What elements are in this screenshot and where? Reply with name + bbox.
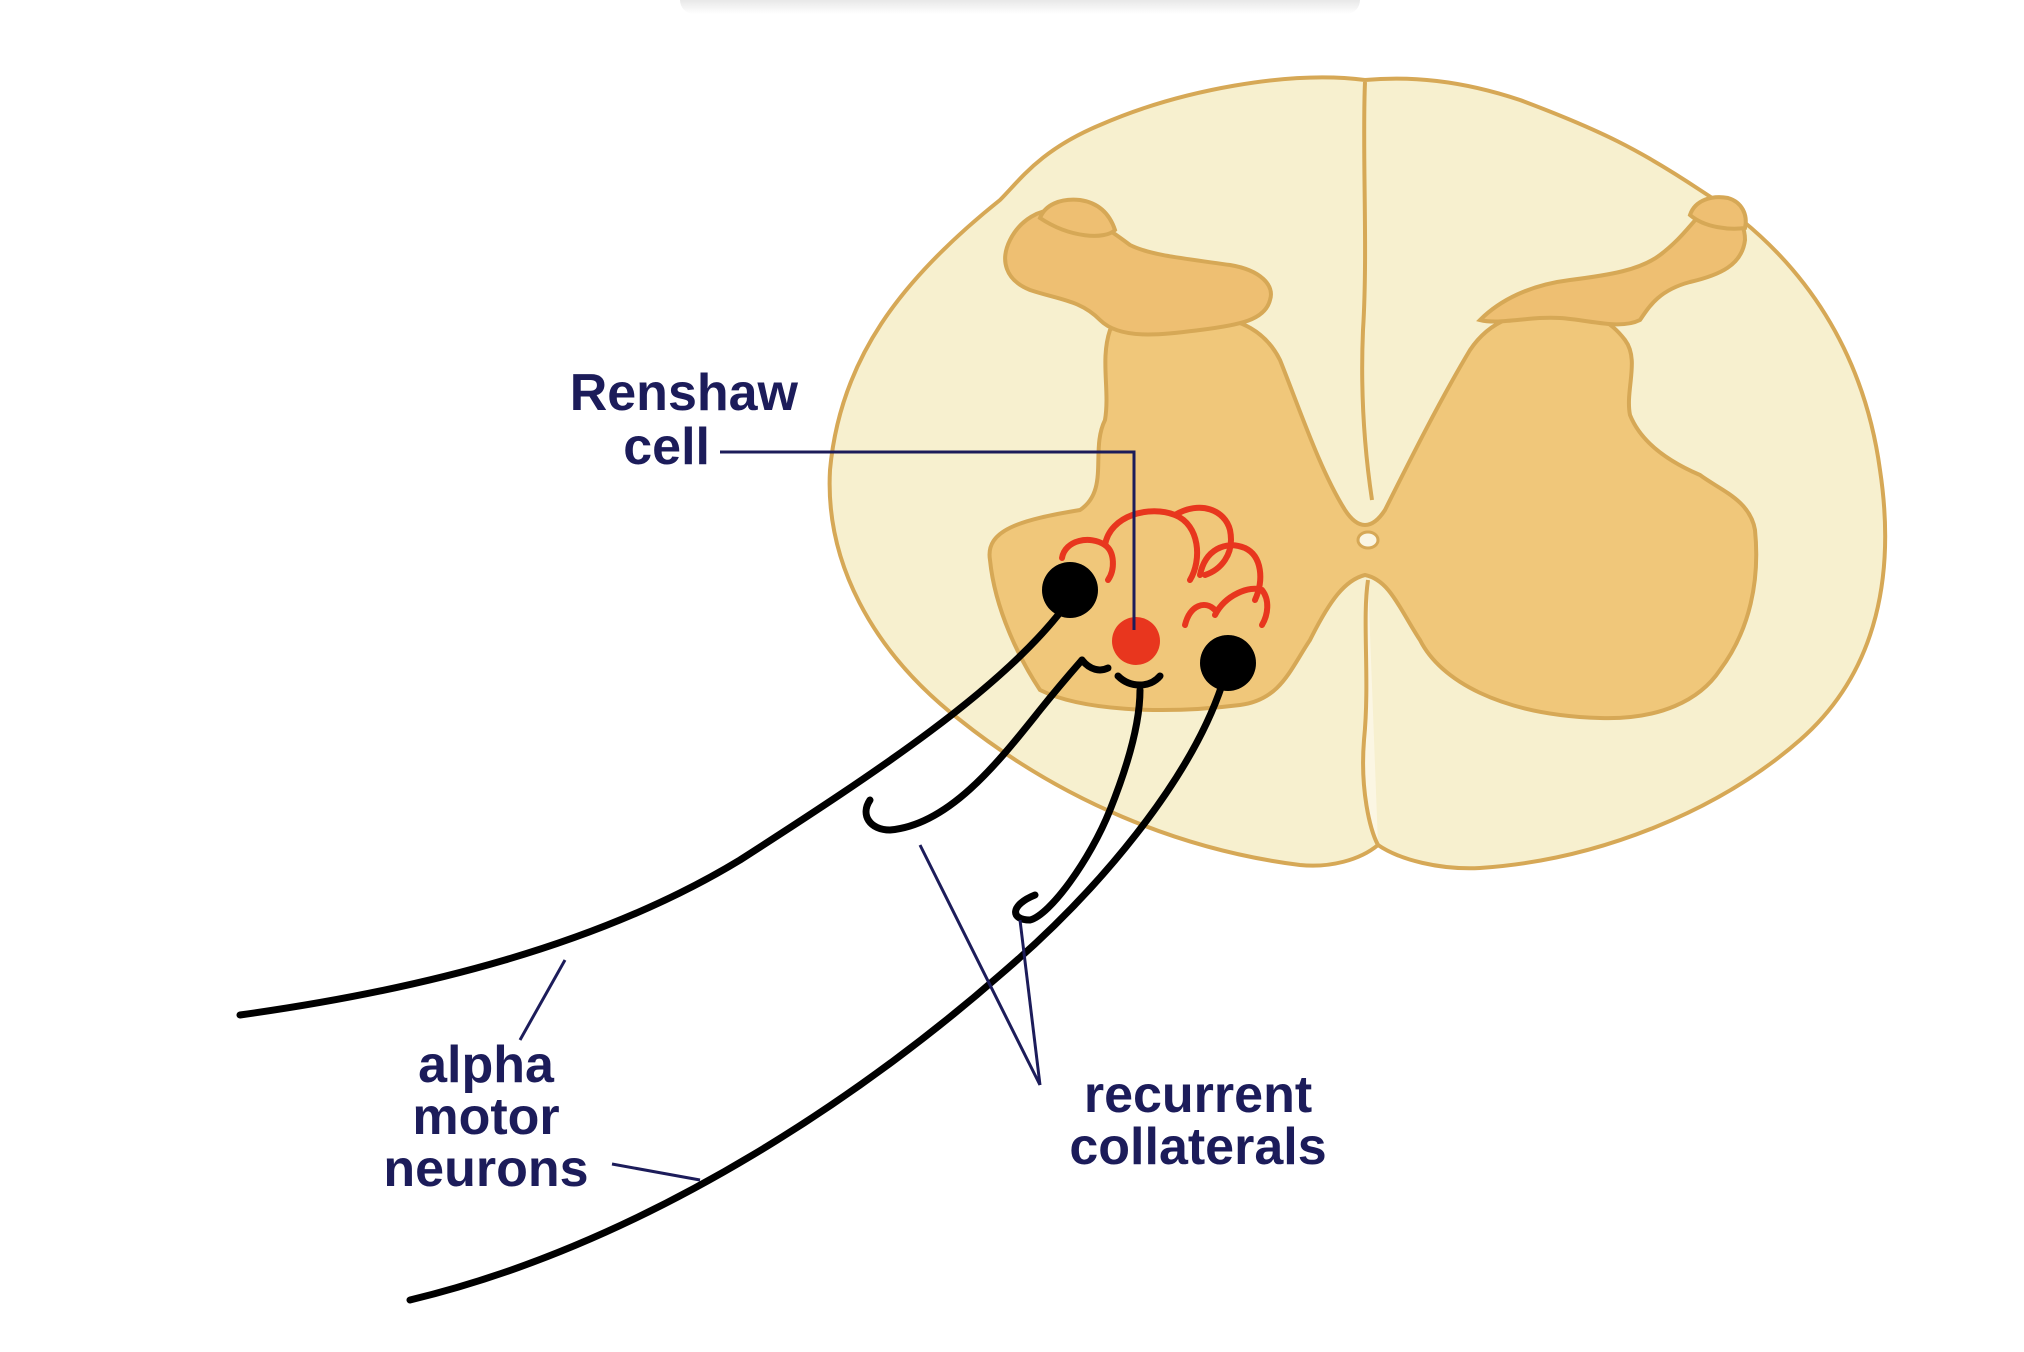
recurrent-collateral-branch-left <box>862 656 1086 834</box>
alpha-motor-axon-right <box>406 681 1226 1304</box>
left-dorsal-horn-tip <box>1037 197 1118 238</box>
label-motor: motor <box>412 1088 559 1146</box>
recurrent-collateral-right <box>1212 585 1271 628</box>
label-renshaw: Renshaw <box>570 364 799 422</box>
recurrent-collateral-mid <box>1182 602 1218 628</box>
recurrent-collateral-arc2 <box>1172 504 1234 578</box>
recurrent-collateral-arc3 <box>1197 542 1264 603</box>
leader-line-recurrent-right <box>1018 919 1042 1086</box>
label-recurrent: recurrent <box>1084 1066 1312 1124</box>
right-dorsal-horn-tip <box>1687 195 1748 231</box>
alpha-motor-axon-left <box>236 606 1066 1019</box>
recurrent-collateral-branch-right <box>1012 686 1144 924</box>
dorsal-median-sulcus <box>1360 81 1374 501</box>
label-neurons: neurons <box>383 1140 588 1198</box>
label-alpha: alpha <box>418 1036 555 1094</box>
leader-line-renshaw <box>720 450 1136 630</box>
central-canal <box>1356 530 1380 550</box>
leader-line-alpha-lower <box>611 1162 701 1182</box>
alpha-motor-neuron-soma-right <box>1200 635 1256 691</box>
label-cell: cell <box>623 418 710 476</box>
renshaw-cell <box>1112 617 1160 665</box>
synapse-terminal-right <box>1114 672 1164 689</box>
label-collaterals: collaterals <box>1069 1118 1326 1176</box>
ventral-median-fissure <box>1361 579 1380 846</box>
leader-line-alpha-upper <box>518 959 567 1041</box>
alpha-motor-neuron-soma-left <box>1042 562 1098 618</box>
leader-line-recurrent-left <box>918 844 1042 1086</box>
gray-matter <box>987 307 1759 721</box>
right-dorsal-horn-cap <box>1476 209 1748 327</box>
top-shadow <box>680 0 1360 14</box>
